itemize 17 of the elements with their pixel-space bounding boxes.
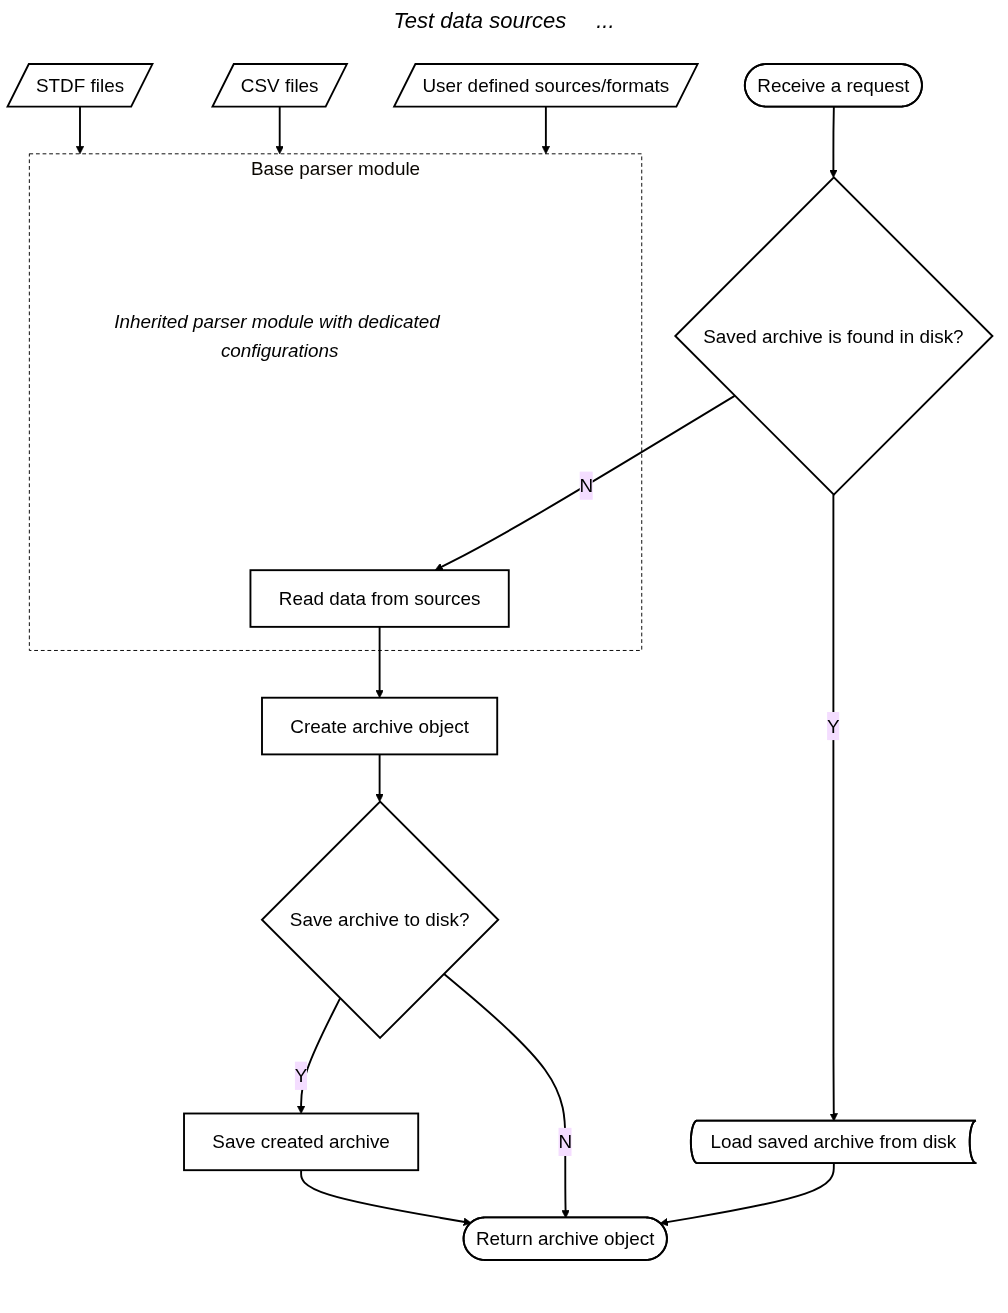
arrow [375,625,384,699]
arrow [829,106,838,178]
note-text: Test data sources [393,8,567,34]
arrow [434,394,736,571]
node-box: Create archive object [261,696,499,756]
node-box: Save created archive [183,1112,420,1172]
edge-label: Y [294,1065,308,1087]
node-diamond: Save archive to disk? [260,800,500,1040]
arrow [300,1169,472,1226]
edge-label: N [558,1131,573,1153]
edge-label: N [579,475,594,497]
node-box: Read data from sources [249,569,510,628]
arrow [442,972,570,1219]
edge-label: Y [827,715,840,737]
arrow [375,753,384,802]
node-diamond: Saved archive is found in disk? [673,176,994,496]
note-text: ... [596,8,615,34]
